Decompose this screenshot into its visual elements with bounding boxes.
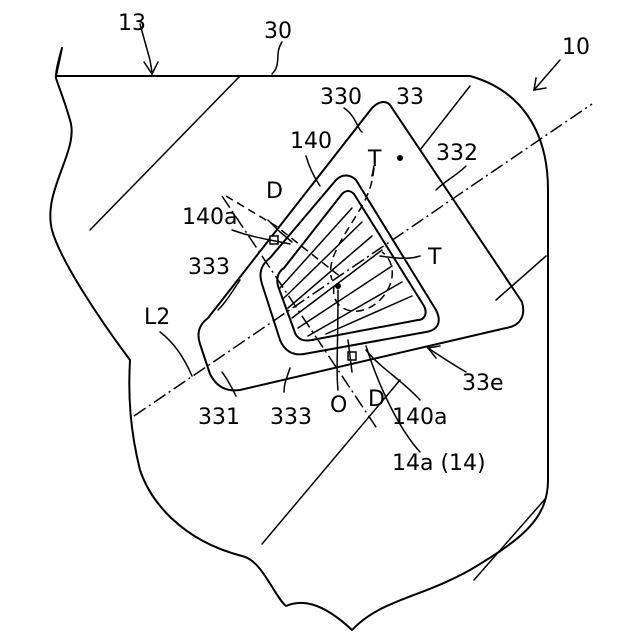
leader-140 bbox=[306, 156, 320, 186]
leader-T-right bbox=[380, 256, 420, 258]
section-line bbox=[496, 256, 546, 300]
label-331: 331 bbox=[198, 405, 240, 430]
label-T-right: T bbox=[427, 245, 442, 270]
label-330: 330 bbox=[320, 85, 362, 110]
leader-331 bbox=[222, 372, 236, 396]
label-333-bottom: 333 bbox=[270, 405, 312, 430]
label-13: 13 bbox=[118, 11, 146, 36]
label-T-top: T bbox=[367, 147, 382, 172]
point-33 bbox=[397, 155, 403, 161]
label-L2: L2 bbox=[144, 305, 170, 330]
label-O: O bbox=[330, 393, 347, 418]
section-line bbox=[474, 498, 546, 580]
label-D-bottom: D bbox=[368, 387, 385, 412]
leader-30 bbox=[272, 42, 282, 74]
leader-33e bbox=[428, 348, 466, 372]
leader-O bbox=[337, 290, 338, 390]
label-140a-bottom: 140a bbox=[392, 405, 447, 430]
gap-D-guide-top bbox=[226, 196, 342, 278]
label-33e: 33e bbox=[462, 371, 504, 396]
label-33: 33 bbox=[396, 85, 424, 110]
leader-333-left bbox=[218, 280, 240, 310]
leader-140a-left bbox=[232, 230, 290, 244]
label-333-left: 333 bbox=[188, 255, 230, 280]
label-10: 10 bbox=[562, 35, 590, 60]
label-14a: 14a (14) bbox=[392, 451, 486, 476]
label-D-top: D bbox=[266, 179, 283, 204]
label-140a-left: 140a bbox=[182, 205, 237, 230]
centerline-vertical bbox=[222, 196, 378, 430]
center-point-o bbox=[335, 283, 341, 289]
leader-L2 bbox=[160, 332, 192, 376]
label-140: 140 bbox=[290, 129, 332, 154]
label-30: 30 bbox=[264, 19, 292, 44]
arrow-10 bbox=[534, 60, 560, 90]
leader-332 bbox=[436, 166, 466, 190]
leader-330 bbox=[344, 108, 362, 132]
label-332: 332 bbox=[436, 141, 478, 166]
